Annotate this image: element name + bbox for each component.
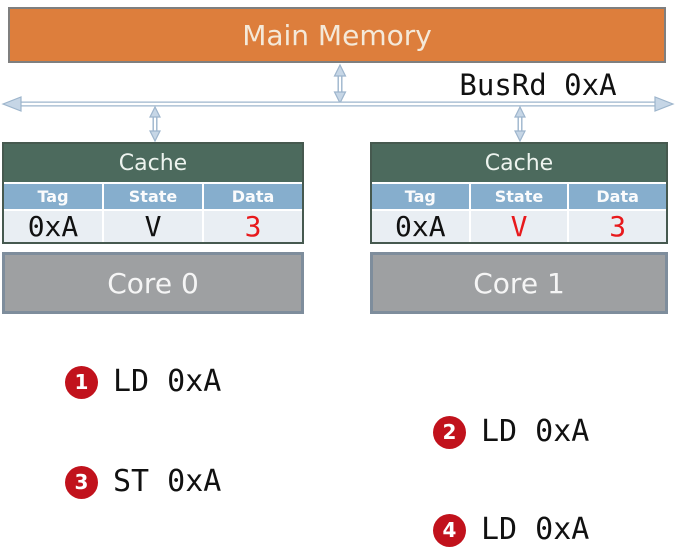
cache1-col-tag: Tag	[372, 184, 469, 209]
cache1-data-value: 3	[569, 211, 666, 242]
cache0-tag-value: 0xA	[4, 211, 102, 242]
cache0-data-row: 0xA V 3	[4, 211, 302, 242]
op-3-badge: 3	[65, 465, 98, 499]
main-memory-box: Main Memory	[8, 7, 666, 63]
op-3: 3 ST 0xA	[65, 465, 221, 499]
op-1: 1 LD 0xA	[65, 365, 221, 399]
cache1-header-row: Tag State Data	[372, 184, 666, 209]
core1-label: Core 1	[473, 266, 565, 300]
op-1-badge: 1	[65, 365, 98, 399]
op-3-label: ST 0xA	[113, 464, 222, 499]
bus-transaction-label: BusRd 0xA	[459, 68, 617, 102]
cache0-header-row: Tag State Data	[4, 184, 302, 209]
cache0-col-tag: Tag	[4, 184, 102, 209]
cache0-table: Cache Tag State Data 0xA V 3	[2, 142, 304, 244]
core0-label: Core 0	[107, 266, 199, 300]
cache1-title: Cache	[372, 144, 666, 182]
memory-bus-arrow	[333, 63, 347, 105]
cache1-col-data: Data	[569, 184, 666, 209]
cache0-title: Cache	[4, 144, 302, 182]
core0-box: Core 0	[2, 252, 304, 314]
bus-cache0-arrow	[149, 105, 161, 143]
cache0-col-data: Data	[204, 184, 302, 209]
op-4-badge: 4	[433, 513, 466, 547]
op-2-badge: 2	[433, 415, 466, 449]
bus-cache1-arrow	[514, 105, 526, 143]
op-2: 2 LD 0xA	[433, 415, 589, 449]
op-4-label: LD 0xA	[481, 512, 590, 547]
cache0-data-value: 3	[204, 211, 302, 242]
cache1-table: Cache Tag State Data 0xA V 3	[370, 142, 668, 244]
main-memory-label: Main Memory	[242, 18, 432, 52]
op-1-label: LD 0xA	[113, 364, 222, 399]
cache0-state-value: V	[104, 211, 202, 242]
cache0-col-state: State	[104, 184, 202, 209]
op-2-label: LD 0xA	[481, 414, 590, 449]
cache1-data-row: 0xA V 3	[372, 211, 666, 242]
cache1-tag-value: 0xA	[372, 211, 469, 242]
cache1-state-value: V	[470, 211, 568, 242]
op-4: 4 LD 0xA	[433, 513, 589, 547]
core1-box: Core 1	[370, 252, 668, 314]
cache1-col-state: State	[470, 184, 568, 209]
